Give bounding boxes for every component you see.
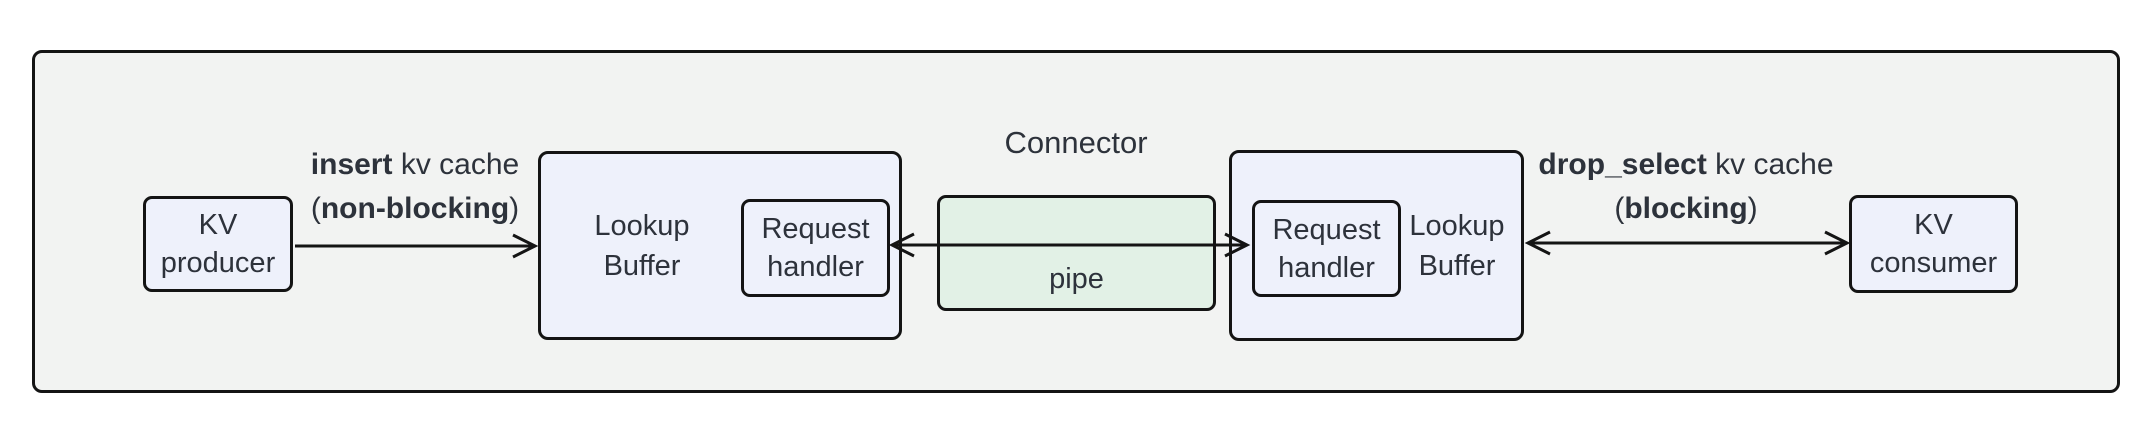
insert-edge-label-line2: (non-blocking) [265, 187, 565, 231]
request-handler-left-line1: Request [761, 213, 870, 245]
drop-select-keyword: drop_select [1538, 148, 1707, 181]
kv-consumer-label-line1: KV [1914, 209, 1953, 241]
request-handler-right-line2: handler [1278, 251, 1375, 284]
lookup-left-label-line2: Buffer [603, 249, 681, 282]
blocking-keyword: blocking [1624, 192, 1748, 225]
kv-producer-node: KV producer [143, 196, 293, 292]
drop-select-edge-label-line1: drop_select kv cache [1516, 143, 1856, 187]
lookup-left-label-line1: Lookup [594, 209, 690, 242]
kv-producer-label-line2: producer [160, 247, 276, 279]
insert-keyword: insert [310, 148, 393, 181]
lookup-right-label-line1: Lookup [1409, 209, 1505, 242]
connector-title: Connector [1004, 125, 1148, 160]
insert-paren-open: ( [310, 192, 321, 225]
request-handler-right-line1: Request [1272, 213, 1381, 246]
insert-edge-label-line1: insert kv cache [265, 143, 565, 187]
blocking-paren-close: ) [1747, 192, 1758, 225]
drop-select-rest-text: kv cache [1706, 148, 1834, 181]
blocking-paren-open: ( [1614, 192, 1625, 225]
kv-producer-label-line1: KV [198, 209, 238, 241]
lookup-buffer-left-node: Lookup Buffer Request handler [538, 151, 902, 340]
lookup-buffer-right-label: Lookup Buffer [1393, 153, 1521, 338]
kv-consumer-node: KV consumer [1849, 195, 2018, 293]
lookup-buffer-left-label: Lookup Buffer [541, 154, 743, 337]
pipe-node: pipe [937, 195, 1216, 311]
insert-rest-text: kv cache [392, 148, 520, 181]
insert-edge-label: insert kv cache (non-blocking) [265, 143, 565, 231]
drop-select-edge-label: drop_select kv cache (blocking) [1516, 143, 1856, 231]
insert-paren-close: ) [509, 192, 520, 225]
lookup-right-label-line2: Buffer [1418, 249, 1496, 282]
drop-select-edge-label-line2: (blocking) [1516, 187, 1856, 231]
request-handler-left-line2: handler [767, 251, 864, 283]
request-handler-right-node: Request handler [1252, 200, 1401, 297]
pipe-label: pipe [1049, 263, 1104, 295]
request-handler-left-node: Request handler [741, 199, 890, 297]
lookup-buffer-right-node: Request handler Lookup Buffer [1229, 150, 1524, 341]
kv-consumer-label-line2: consumer [1869, 247, 1998, 279]
non-blocking-keyword: non-blocking [320, 192, 510, 225]
